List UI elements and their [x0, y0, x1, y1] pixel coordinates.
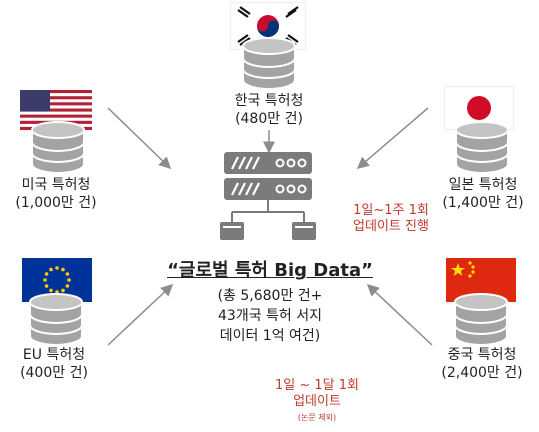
- arrow-japan: [356, 107, 429, 169]
- center-block: “글로벌 특허 Big Data” (총 5,680만 건+ 43개국 특허 서…: [130, 256, 410, 346]
- monthly-update-note: 1일 ~ 1달 1회 업데이트 (논문 제외): [262, 378, 372, 426]
- korea-office-name: 한국 특허청: [234, 93, 304, 109]
- china-office: 중국 특허청 (2,400만 건): [428, 346, 536, 382]
- japan-office: 일본 특허청 (1,400만 건): [430, 176, 536, 212]
- arrow-china: [366, 283, 433, 346]
- big-data-title: “글로벌 특허 Big Data”: [167, 260, 373, 281]
- korea-office: 한국 특허청 (480만 건): [219, 92, 319, 128]
- weekly-update-line2: 업데이트 진행: [353, 219, 429, 234]
- eu-database-icon: [29, 293, 83, 346]
- usa-office-count: (1,000만 건): [15, 195, 97, 211]
- eu-office: EU 특허청 (400만 건): [6, 346, 102, 382]
- countries-count: 43개국 특허 서지: [218, 308, 322, 324]
- weekly-update-note: 1일~1주 1회 업데이트 진행: [336, 203, 446, 235]
- eu-office-name: EU 특허청: [22, 347, 86, 363]
- japan-office-name: 일본 특허청: [448, 177, 518, 193]
- japan-office-count: (1,400만 건): [442, 195, 524, 211]
- usa-office: 미국 특허청 (1,000만 건): [4, 176, 108, 212]
- arrow-eu: [107, 283, 174, 346]
- usa-database-icon: [31, 121, 85, 174]
- china-database-icon: [454, 293, 508, 346]
- monthly-update-exclusion: (논문 제외): [297, 413, 337, 422]
- china-office-name: 중국 특허청: [447, 347, 517, 363]
- japan-database-icon: [455, 121, 509, 174]
- japan-flag-icon: [444, 86, 514, 130]
- china-office-count: (2,400만 건): [441, 365, 523, 381]
- monthly-update-line2: 업데이트: [293, 394, 341, 409]
- records-count: 데이터 1억 여건): [219, 328, 321, 344]
- monthly-update-line1: 1일 ~ 1달 1회: [275, 378, 359, 393]
- korea-flag-icon: [230, 2, 306, 50]
- arrow-usa: [107, 107, 172, 170]
- korea-database-icon: [242, 37, 296, 90]
- server-icon: [220, 152, 316, 240]
- korea-office-count: (480만 건): [235, 111, 303, 127]
- weekly-update-line1: 1일~1주 1회: [353, 203, 429, 218]
- eu-office-count: (400만 건): [20, 365, 88, 381]
- total-count: (총 5,680만 건+: [217, 288, 323, 304]
- usa-office-name: 미국 특허청: [21, 177, 91, 193]
